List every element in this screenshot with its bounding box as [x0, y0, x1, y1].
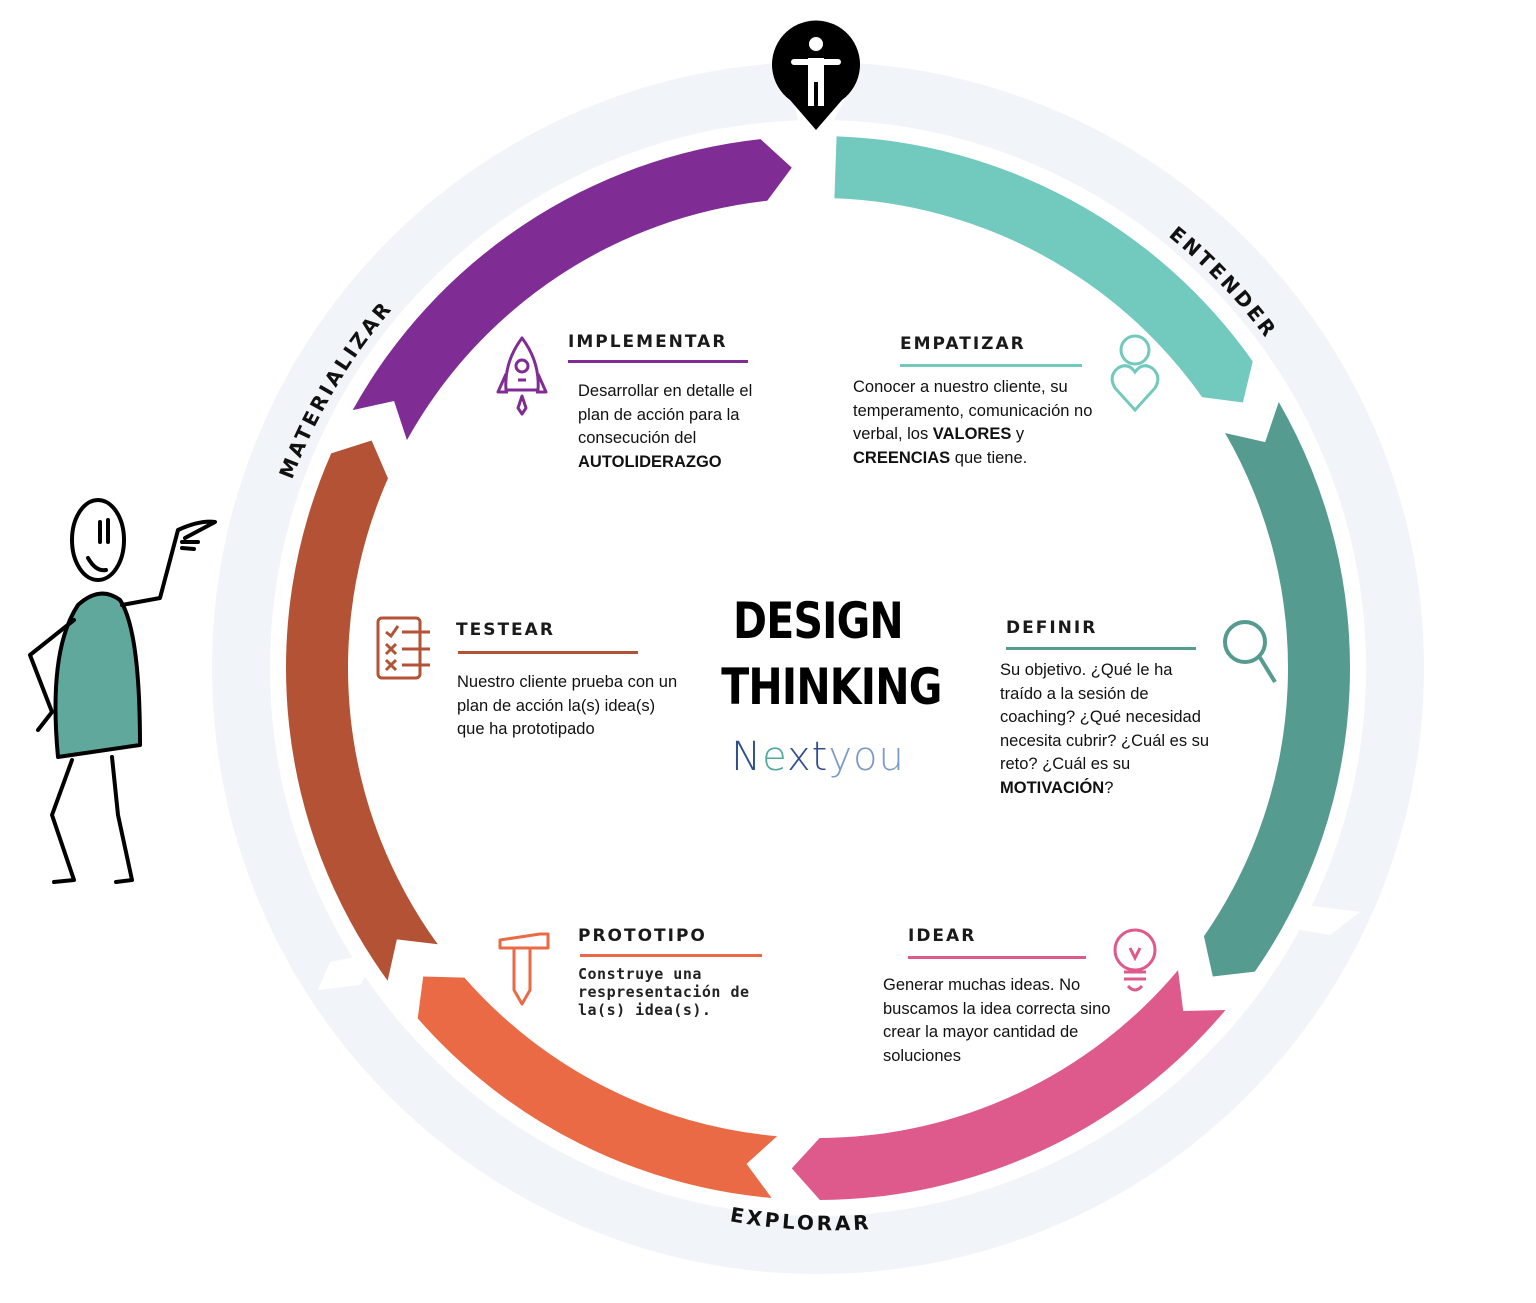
- person-heart-icon: [1110, 334, 1160, 413]
- stage-implementar: IMPLEMENTAR: [568, 332, 758, 363]
- stage-divider: [568, 360, 748, 363]
- stage-title: TESTEAR: [456, 620, 555, 640]
- stage-prototipo: PROTOTIPO: [578, 926, 768, 946]
- stage-idear: IDEAR: [908, 926, 1098, 946]
- stage-title: DEFINIR: [1006, 618, 1098, 638]
- person-pin-icon: [772, 20, 861, 131]
- stage-divider: [580, 954, 762, 957]
- stage-desc-implementar: Desarrollar en detalle el plan de acción…: [578, 382, 753, 471]
- stage-desc-testear: Nuestro cliente prueba con un plan de ac…: [457, 673, 678, 738]
- stage-divider: [908, 956, 1086, 959]
- stage-desc-definir: Su objetivo. ¿Qué le ha traído a la sesi…: [1000, 661, 1210, 797]
- arrow-segment-implementar: [352, 139, 792, 441]
- stage-definir: DEFINIR: [1006, 618, 1196, 638]
- arrow-segment-empatizar: [834, 136, 1253, 403]
- stage-title: EMPATIZAR: [900, 334, 1026, 354]
- magnifier-icon: [1223, 620, 1277, 684]
- stage-testear: TESTEAR: [456, 620, 646, 640]
- stage-title: PROTOTIPO: [578, 926, 707, 946]
- arrow-segment-prototipo: [417, 976, 778, 1198]
- stage-divider: [458, 651, 638, 654]
- stage-desc-prototipo: Construye una respresentación de la(s) i…: [578, 965, 750, 1019]
- stage-divider: [900, 364, 1082, 367]
- stage-empatizar: EMPATIZAR: [900, 334, 1090, 354]
- stage-title: IMPLEMENTAR: [568, 332, 728, 352]
- arrow-segment-definir: [1203, 402, 1350, 977]
- stage-title: IDEAR: [908, 926, 977, 946]
- rocket-icon: [496, 336, 548, 416]
- arrow-segment-testear: [285, 440, 438, 981]
- center-title: DESIGN THINKING: [721, 592, 942, 716]
- hammer-pencil-icon: [498, 932, 550, 1006]
- stage-desc-empatizar: Conocer a nuestro cliente, su temperamen…: [853, 378, 1093, 467]
- stick-figure-illustration: [28, 498, 217, 884]
- cycle-arrows: [285, 136, 1350, 1200]
- brand-logo-nextyou: Nextyou: [731, 734, 905, 780]
- checklist-icon: [376, 616, 430, 680]
- arrow-segment-idear: [791, 970, 1226, 1200]
- lightbulb-icon: [1113, 928, 1157, 992]
- stage-divider: [1006, 647, 1196, 650]
- stage-desc-idear: Generar muchas ideas. No buscamos la ide…: [883, 976, 1111, 1065]
